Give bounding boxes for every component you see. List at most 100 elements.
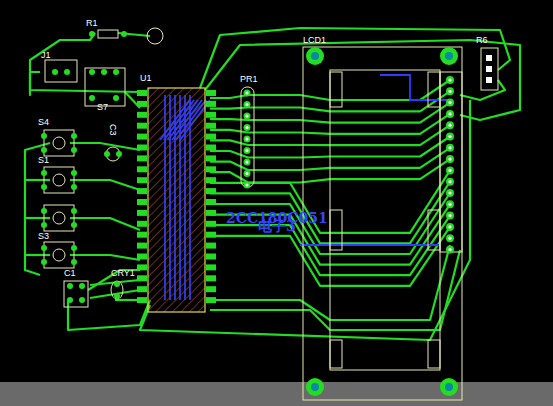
pin-hole: [246, 92, 249, 95]
ic-pin: [206, 166, 216, 172]
pad: [79, 283, 85, 289]
ic-pin: [137, 243, 147, 249]
pin-hole: [246, 126, 249, 129]
part-ref: J1: [41, 50, 51, 60]
ic-pin: [206, 221, 216, 227]
pin-hole: [448, 169, 451, 172]
pin-hole: [448, 191, 451, 194]
pad: [89, 31, 95, 37]
switch-button: [53, 249, 65, 261]
pad: [67, 283, 73, 289]
pin-hole: [448, 180, 451, 183]
copper-trace: [70, 143, 140, 150]
switch-outline: [44, 167, 74, 193]
switch-button: [53, 212, 65, 224]
switch-pad: [41, 184, 47, 190]
header-pin: [244, 136, 251, 143]
pin-hole: [448, 101, 451, 104]
ic-pin: [206, 145, 216, 151]
lcd-pin: [446, 121, 454, 129]
ic-pin: [206, 123, 216, 129]
pin-hole: [246, 149, 249, 152]
lcd-pin: [446, 234, 454, 242]
ic-pin: [137, 112, 147, 118]
switch-pad: [71, 222, 77, 228]
lcd-pin: [446, 110, 454, 118]
pad: [79, 297, 85, 303]
ic-pin: [137, 232, 147, 238]
pin-hole: [246, 172, 249, 175]
switch-pad: [71, 259, 77, 265]
header-pin: [244, 182, 251, 189]
pot-pin: [486, 77, 492, 83]
ic-pin: [206, 264, 216, 270]
ic-pin: [137, 134, 147, 140]
pad: [114, 293, 120, 299]
pad: [64, 69, 70, 75]
part-ref: PR1: [240, 74, 258, 84]
ic-pin: [206, 254, 216, 260]
ic-pin: [137, 221, 147, 227]
part-ref: S3: [38, 231, 49, 241]
lcd-pin: [446, 166, 454, 174]
copper-trace: [115, 299, 140, 301]
pin-hole: [448, 90, 451, 93]
pad: [52, 69, 58, 75]
ic-pin: [137, 254, 147, 260]
ic-pin: [206, 112, 216, 118]
copper-trace: [25, 143, 50, 275]
switch-pad: [71, 147, 77, 153]
ic-pin: [206, 177, 216, 183]
pot-pin: [486, 66, 492, 72]
part-ref: S1: [38, 155, 49, 165]
switch-button: [53, 137, 65, 149]
switch-pad: [71, 133, 77, 139]
ic-pin: [137, 297, 147, 303]
switch-outline: [44, 205, 74, 231]
pin-hole: [448, 214, 451, 217]
switch-pad: [41, 222, 47, 228]
header-pin: [244, 147, 251, 154]
lcd-pin: [446, 155, 454, 163]
ic-pin: [137, 264, 147, 270]
ic-pin: [206, 134, 216, 140]
pin-hole: [246, 138, 249, 141]
pad: [113, 95, 119, 101]
header-pin: [244, 170, 251, 177]
switch-pad: [71, 245, 77, 251]
pin-hole: [246, 103, 249, 106]
ic-pin: [137, 275, 147, 281]
pin-hole: [448, 225, 451, 228]
header-pin: [244, 90, 251, 97]
pad: [67, 297, 73, 303]
pad: [104, 151, 110, 157]
copper-trace: [25, 179, 50, 181]
copper-trace: [68, 300, 150, 330]
header-pin: [244, 159, 251, 166]
pin-hole: [448, 135, 451, 138]
part-ref: U1: [140, 73, 152, 83]
pin-hole: [246, 161, 249, 164]
pin-hole: [448, 112, 451, 115]
switch-pad: [71, 170, 77, 176]
ic-pin: [206, 275, 216, 281]
lcd-pin: [446, 212, 454, 220]
lcd-pin: [446, 189, 454, 197]
ic-pin: [206, 210, 216, 216]
pad: [114, 281, 120, 287]
pad: [101, 69, 107, 75]
ic-pin: [137, 199, 147, 205]
pin-hole: [448, 158, 451, 161]
switch-outline: [44, 242, 74, 268]
lcd-pin: [446, 144, 454, 152]
ic-pin: [137, 145, 147, 151]
ic-pin: [206, 232, 216, 238]
lcd-pin: [446, 99, 454, 107]
part-ref: R6: [476, 35, 488, 45]
ic-pin: [206, 297, 216, 303]
pin-hole: [448, 237, 451, 240]
pad: [121, 31, 127, 37]
pad: [116, 151, 122, 157]
header-pin: [244, 113, 251, 120]
